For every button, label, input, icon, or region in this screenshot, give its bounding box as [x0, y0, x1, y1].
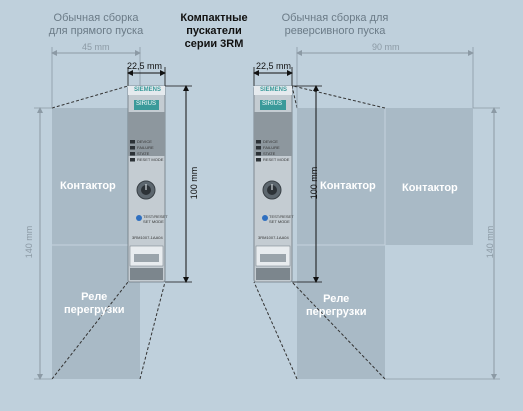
device-left-brand: SIEMENS: [134, 87, 162, 93]
label-relay-right-line1: Реле: [323, 293, 350, 305]
left-relay-box: [52, 245, 140, 379]
device-left-btn-label-1: TEST/RESET: [143, 214, 168, 219]
header-right: Обычная сборка для реверсивного пуска: [272, 12, 398, 38]
label-contactor-right: Контактор: [402, 182, 458, 194]
right-contactor-box-2: [385, 108, 473, 245]
label-relay-left-line2: перегрузки: [64, 304, 125, 316]
header-right-line2: реверсивного пуска: [284, 25, 386, 37]
header-left-line2: для прямого пуска: [48, 25, 144, 37]
projection-lines: [51, 85, 386, 380]
header-left: Обычная сборка для прямого пуска: [42, 12, 150, 38]
label-contactor-mid: Контактор: [320, 180, 376, 192]
device-right-led-2: FAILURE: [263, 145, 280, 150]
device-left-led-4: RESET MODE: [137, 157, 164, 162]
device-left-btn-label-2: SET MODE: [143, 219, 164, 224]
dim-label-140-right: 140 mm: [485, 225, 495, 259]
right-contactor-box-1: [297, 108, 385, 245]
device-right-series: SIRIUS: [262, 101, 283, 107]
header-right-line1: Обычная сборка для: [281, 12, 389, 24]
label-relay-right-line2: перегрузки: [306, 306, 367, 318]
device-right: [253, 85, 293, 283]
device-left-led-2: FAILURE: [137, 145, 154, 150]
right-relay-box: [297, 245, 385, 379]
left-contactor-box: [52, 108, 140, 245]
dim-label-90: 90 mm: [372, 42, 400, 52]
header-center: Компактные пускатели серии 3RM: [168, 12, 260, 51]
device-right-led-4: RESET MODE: [263, 157, 290, 162]
header-center-line3: серии 3RM: [184, 38, 244, 50]
dim-label-22-left: 22,5 mm: [127, 61, 163, 71]
label-contactor-left: Контактор: [60, 180, 116, 192]
header-center-line2: пускатели: [186, 25, 242, 37]
device-left: [127, 85, 166, 283]
device-right-order: 3RM1007-1AA04: [258, 235, 289, 240]
dim-label-22-right: 22,5 mm: [256, 61, 292, 71]
header-left-line1: Обычная сборка: [53, 12, 139, 24]
dim-label-100-right: 100 mm: [309, 166, 319, 200]
dim-label-100-left: 100 mm: [189, 166, 199, 200]
label-relay-right: Реле перегрузки: [306, 293, 366, 319]
device-right-brand: SIEMENS: [260, 87, 288, 93]
device-left-led-3: STATE: [137, 151, 150, 156]
label-relay-left-line1: Реле: [81, 291, 108, 303]
header-center-line1: Компактные: [180, 12, 248, 24]
device-left-order: 3RM1007-1AA04: [132, 235, 163, 240]
device-right-btn-label-1: TEST/RESET: [269, 214, 294, 219]
device-right-led-1: DEVICE: [263, 139, 278, 144]
dim-label-140-left: 140 mm: [24, 225, 34, 259]
device-right-led-3: STATE: [263, 151, 276, 156]
dim-label-45: 45 mm: [82, 42, 110, 52]
device-left-led-1: DEVICE: [137, 139, 152, 144]
device-right-btn-label-2: SET MODE: [269, 219, 290, 224]
label-relay-left: Реле перегрузки: [64, 291, 124, 317]
device-left-series: SIRIUS: [136, 101, 157, 107]
